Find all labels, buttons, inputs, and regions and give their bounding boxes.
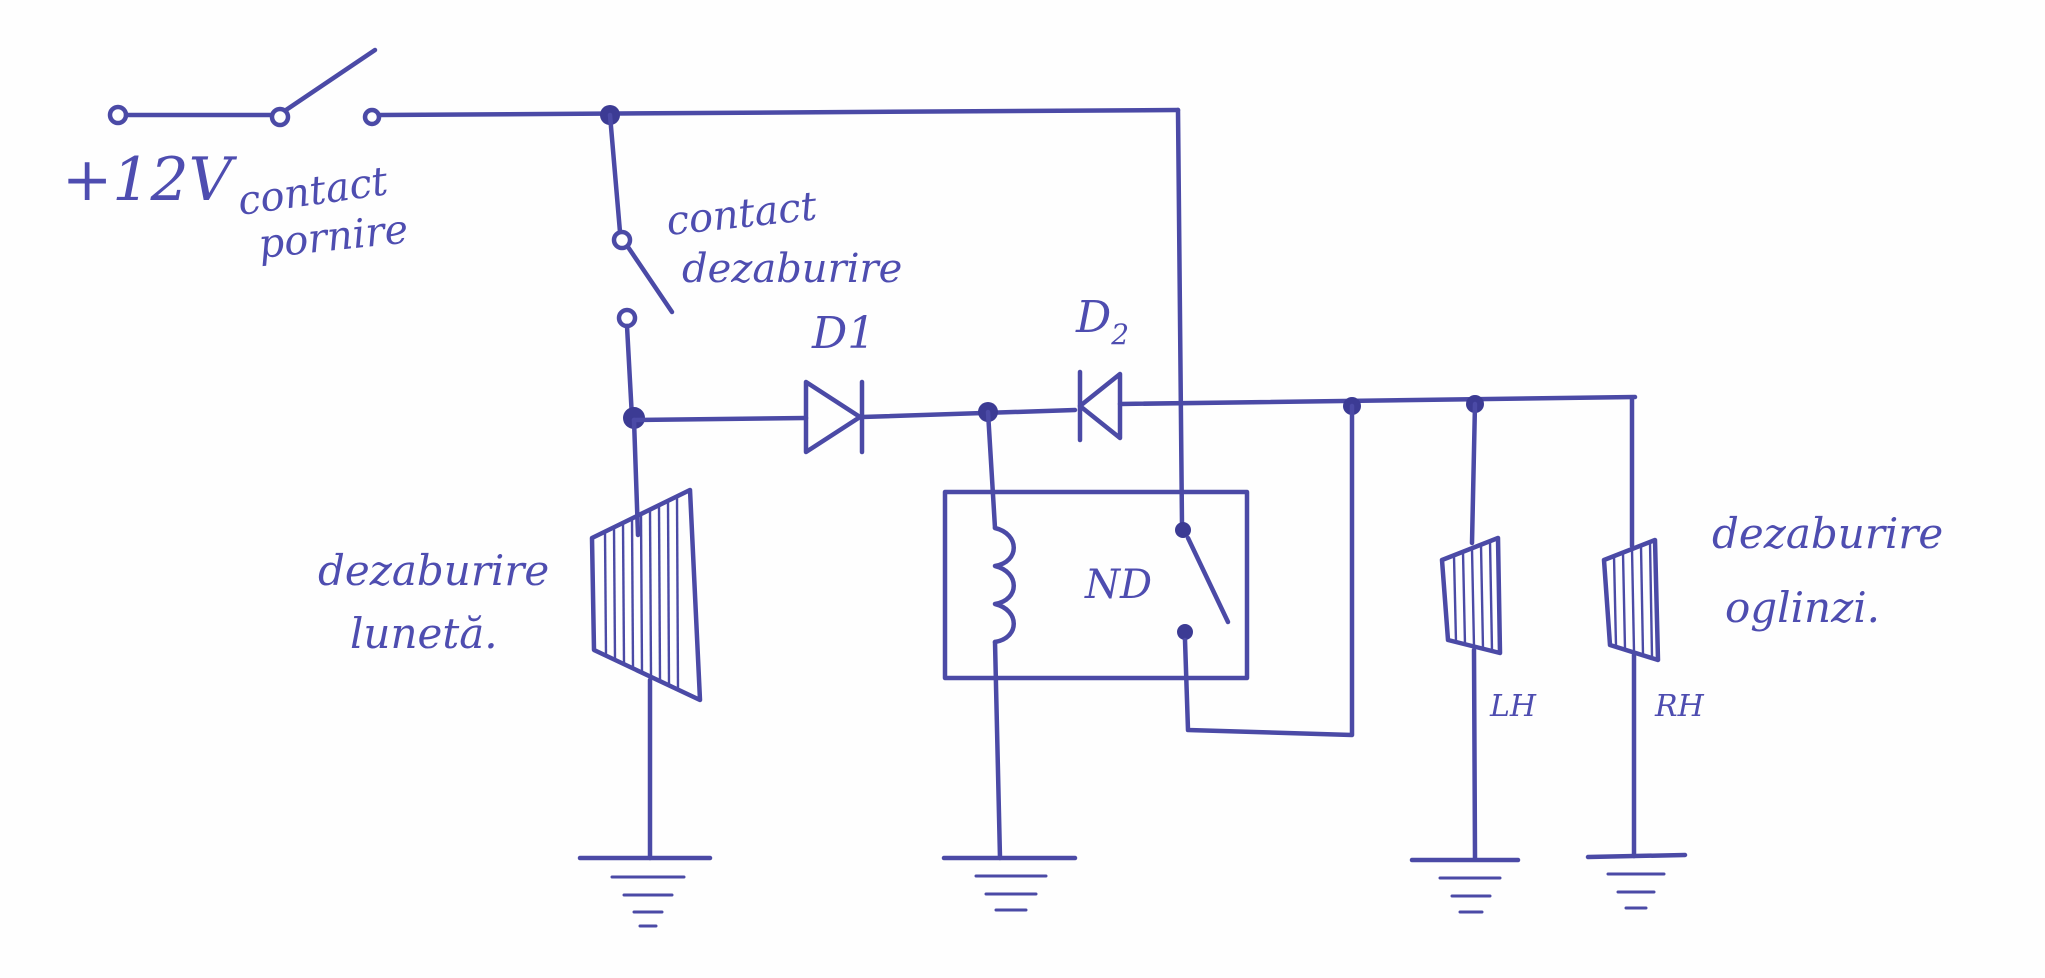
ground-symbol-lh (1409, 857, 1521, 914)
mirrors-label-line2: oglinzi. (1725, 583, 1880, 632)
diode-d1-label: D1 (811, 308, 875, 359)
relay-label: ND (1084, 562, 1152, 608)
right-mirror-label: RH (1654, 689, 1705, 724)
relay-switch-blade (1185, 535, 1231, 625)
defog-switch-label-line2: dezaburire (682, 246, 902, 292)
defog-switch-label-line1: contact (664, 183, 820, 245)
mirror-heater-lh (1439, 535, 1503, 656)
defog-contact-terminal (616, 307, 638, 329)
mirror-bus-wire (1117, 394, 1638, 407)
diode-d2-subscript: 2 (1110, 318, 1129, 351)
supply-label: +12V (62, 145, 238, 215)
ground-symbol-rear (577, 855, 713, 928)
relay-contact-top (1175, 522, 1191, 538)
rear-window-label-line1: dezaburire (318, 546, 549, 595)
mirror-heater-rh (1601, 537, 1661, 663)
ground-symbol-coil (941, 855, 1078, 912)
ignition-pivot-terminal (269, 106, 291, 128)
diode-d2-label: D2 (1075, 292, 1129, 351)
defog-switch (607, 112, 675, 329)
ignition-contact-terminal (362, 107, 382, 127)
relay-contact-bottom (1177, 624, 1193, 640)
mirrors-label-line1: dezaburire (1712, 509, 1943, 558)
rear-window-label-line2: lunetă. (350, 609, 498, 658)
relay-feed-wire (1175, 107, 1185, 528)
defog-switch-blade (625, 244, 675, 315)
relay-output-wire (1182, 403, 1355, 738)
supply-terminal (107, 104, 129, 126)
rear-window-heater (589, 487, 703, 703)
diode-d2-letter: D (1075, 292, 1111, 343)
relay-box (942, 489, 1250, 681)
ground-symbol-rh (1585, 852, 1688, 910)
ignition-switch (107, 47, 382, 128)
diode-d2 (1077, 369, 1123, 443)
defog-pivot-terminal (611, 229, 633, 251)
top-bus-wire (377, 107, 1181, 118)
diode-d1 (803, 379, 865, 455)
relay-coil (992, 525, 1016, 645)
ignition-switch-blade (283, 47, 378, 113)
left-mirror-label: LH (1489, 689, 1537, 724)
